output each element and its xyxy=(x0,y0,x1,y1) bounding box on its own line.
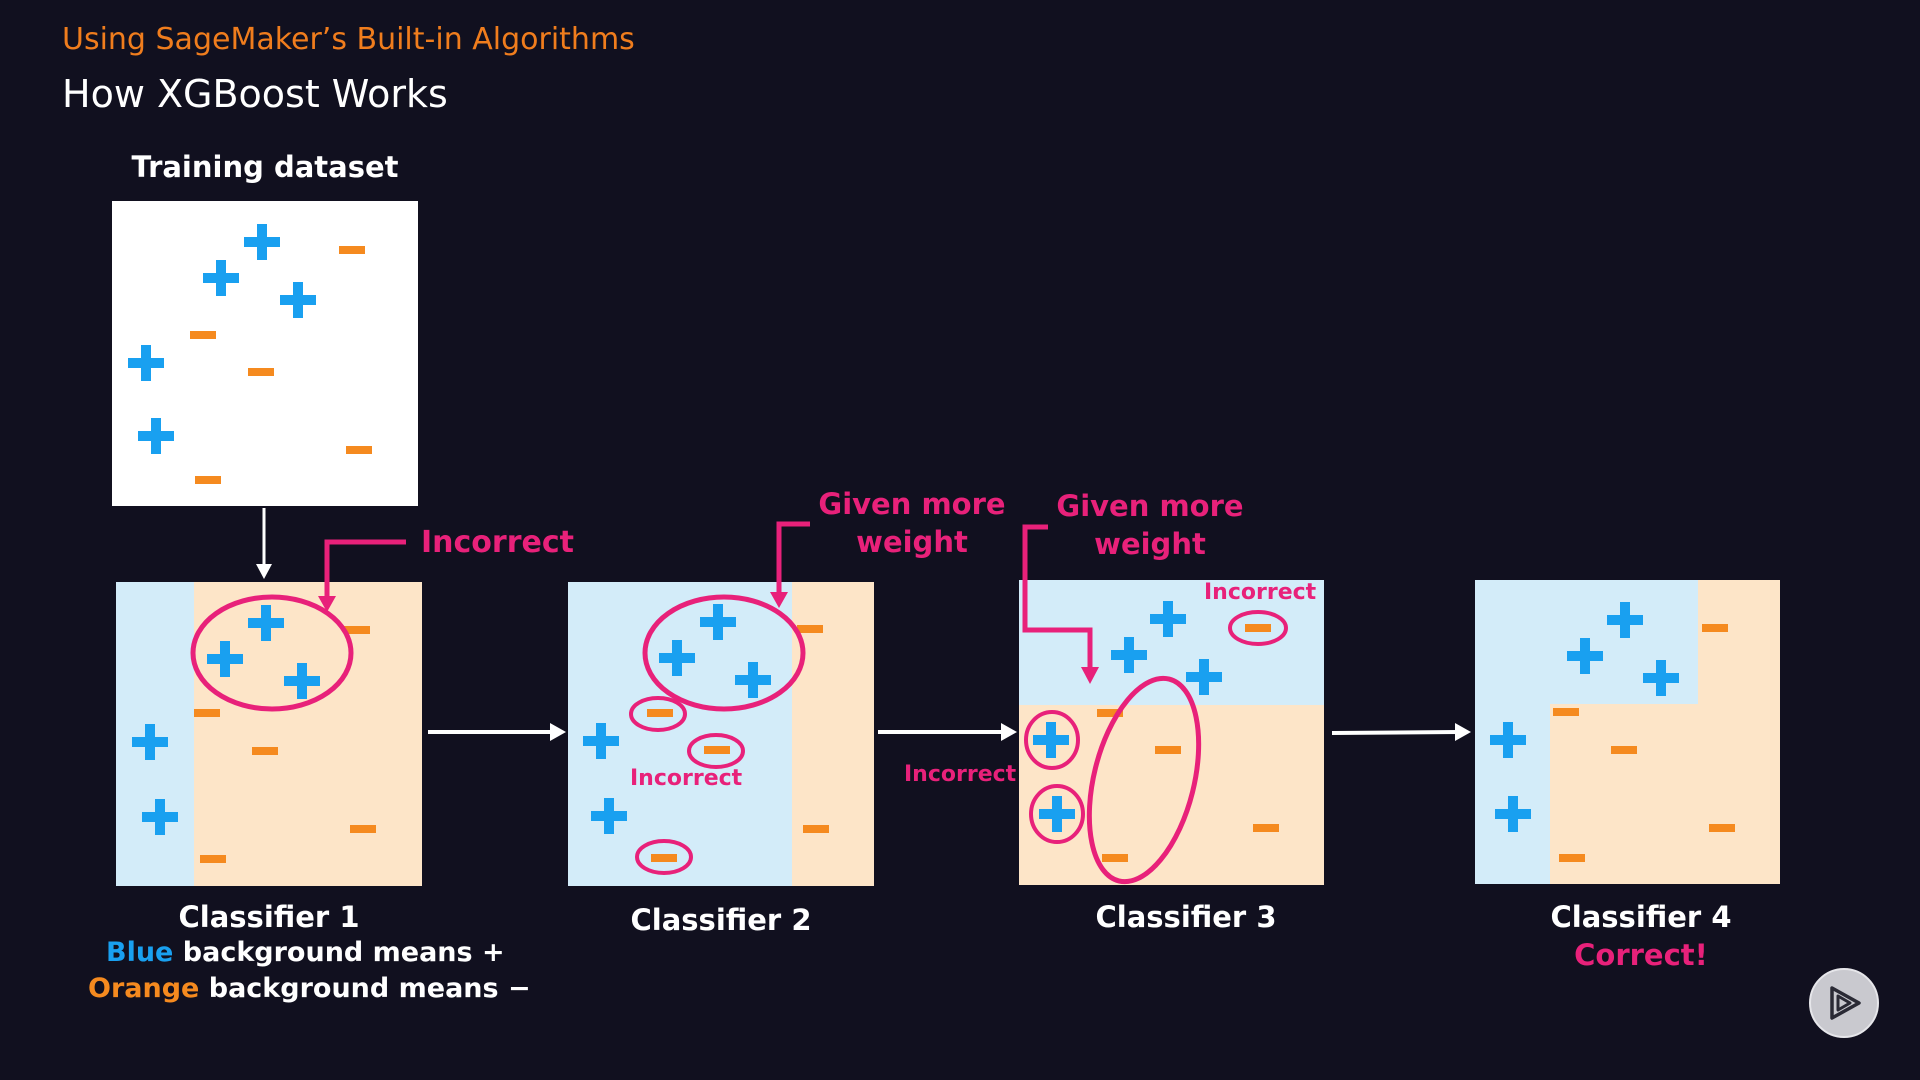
legend-orange: Orange background means − xyxy=(88,973,531,1004)
training-dataset-label: Training dataset xyxy=(131,150,399,184)
weight-callout-2 xyxy=(770,521,810,608)
incorrect-label-3: Incorrect xyxy=(1204,580,1317,605)
legend-orange-word: Orange xyxy=(88,973,200,1004)
minus-icon xyxy=(200,855,226,863)
play-icon xyxy=(1830,986,1861,1020)
minus-icon xyxy=(651,854,677,862)
minus-icon xyxy=(194,709,220,717)
down-arrow xyxy=(256,508,272,579)
highlight-circle xyxy=(1086,675,1202,885)
minus-icon xyxy=(797,625,823,633)
right-arrow xyxy=(1331,723,1471,741)
incorrect-label-1: Incorrect xyxy=(421,525,574,560)
classifier-4-label: Classifier 4 xyxy=(1550,900,1732,934)
incorrect-label-2: Incorrect xyxy=(630,766,743,791)
minus-icon xyxy=(252,747,278,755)
classifier-2-box xyxy=(568,582,874,886)
weight-label-2-line1: Given more xyxy=(818,487,1006,521)
legend-blue-text: background means + xyxy=(173,937,505,968)
minus-icon xyxy=(1245,624,1271,632)
minus-icon xyxy=(339,246,365,254)
minus-icon xyxy=(1611,746,1637,754)
weight-label-3-line1: Given more xyxy=(1056,489,1244,523)
highlight-circle xyxy=(190,594,354,712)
highlight-circle xyxy=(635,839,693,875)
right-arrow xyxy=(428,723,566,741)
minus-icon xyxy=(1553,708,1579,716)
legend-blue-word: Blue xyxy=(106,937,174,968)
minus-icon xyxy=(190,331,216,339)
highlight-circle xyxy=(1228,610,1288,646)
minus-icon xyxy=(704,746,730,754)
highlight-circle xyxy=(687,733,745,769)
minus-icon xyxy=(195,476,221,484)
slide-title: How XGBoost Works xyxy=(62,72,448,116)
classifier-3-box xyxy=(1019,580,1324,885)
minus-icon xyxy=(1102,854,1128,862)
play-button[interactable] xyxy=(1809,968,1879,1038)
incorrect-label-between: Incorrect xyxy=(904,762,1017,787)
classifier-1-box xyxy=(116,582,422,886)
minus-icon xyxy=(647,709,673,717)
highlight-circle xyxy=(1024,710,1080,770)
minus-icon xyxy=(1709,824,1735,832)
training-dataset-box xyxy=(112,201,418,506)
minus-icon xyxy=(1155,746,1181,754)
minus-icon xyxy=(1253,824,1279,832)
legend-blue: Blue background means + xyxy=(106,937,505,968)
legend-orange-text: background means − xyxy=(199,973,531,1004)
highlight-circle xyxy=(642,594,806,712)
minus-icon xyxy=(248,368,274,376)
weight-label-2-line2: weight xyxy=(856,525,968,559)
classifier-2-label: Classifier 2 xyxy=(630,903,812,937)
minus-icon xyxy=(346,446,372,454)
minus-icon xyxy=(803,825,829,833)
incorrect-callout-1 xyxy=(318,539,406,612)
classifier-4-box xyxy=(1475,580,1780,884)
minus-icon xyxy=(350,825,376,833)
minus-icon xyxy=(1702,624,1728,632)
classifier-1-label: Classifier 1 xyxy=(178,900,360,934)
right-arrow xyxy=(878,723,1017,741)
highlight-circle xyxy=(1029,784,1085,844)
slide-subtitle: Using SageMaker’s Built-in Algorithms xyxy=(62,22,635,57)
classifier-3-label: Classifier 3 xyxy=(1095,900,1277,934)
weight-label-3-line2: weight xyxy=(1094,527,1206,561)
weight-callout-3 xyxy=(1022,524,1099,684)
correct-label: Correct! xyxy=(1574,938,1708,972)
minus-icon xyxy=(1559,854,1585,862)
highlight-circle xyxy=(629,696,687,732)
